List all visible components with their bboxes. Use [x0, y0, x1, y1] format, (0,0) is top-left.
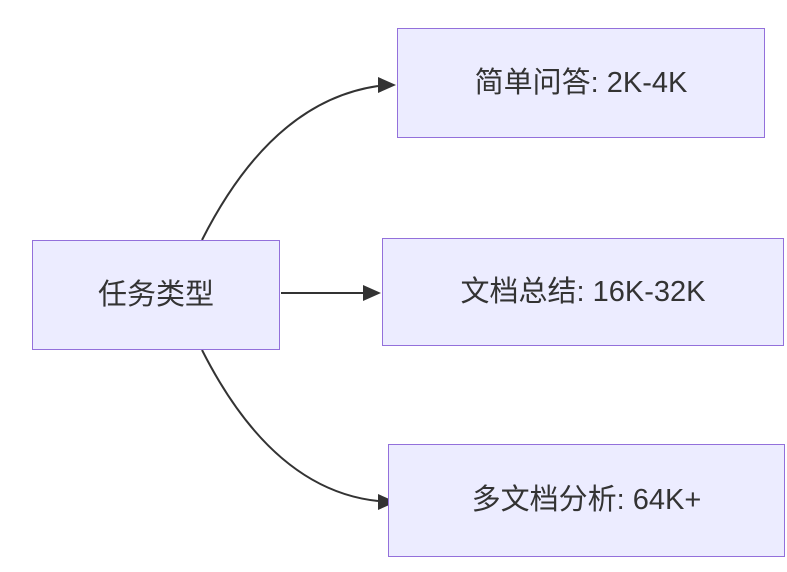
- edge-root-to-child-3: [201, 349, 379, 502]
- arrowhead-child-3-icon: [378, 494, 396, 510]
- node-simple-qa: 简单问答: 2K-4K: [397, 28, 765, 138]
- node-simple-qa-label: 简单问答: 2K-4K: [474, 66, 688, 99]
- node-multidoc-analysis-label: 多文档分析: 64K+: [471, 484, 702, 517]
- arrowhead-child-1-icon: [378, 77, 396, 93]
- node-task-type: 任务类型: [32, 240, 280, 350]
- node-doc-summary-label: 文档总结: 16K-32K: [460, 275, 706, 308]
- arrowhead-child-2-icon: [363, 285, 381, 301]
- node-doc-summary: 文档总结: 16K-32K: [382, 238, 784, 346]
- edge-root-to-child-1: [201, 85, 379, 241]
- node-multidoc-analysis: 多文档分析: 64K+: [388, 444, 785, 557]
- node-task-type-label: 任务类型: [97, 278, 214, 311]
